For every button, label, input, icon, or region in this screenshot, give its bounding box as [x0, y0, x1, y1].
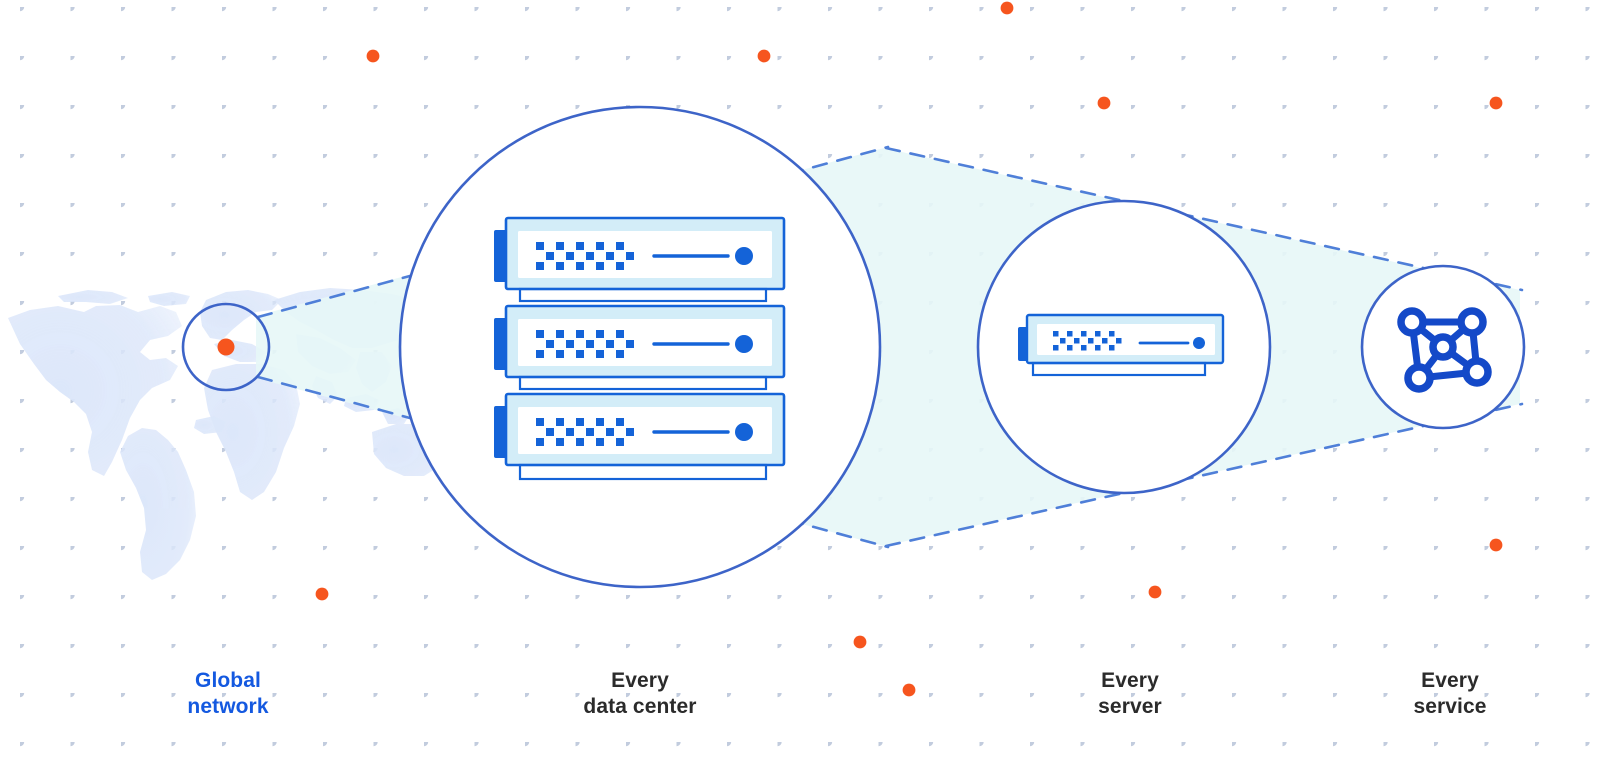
server-led-grid-2: [536, 330, 634, 358]
server-unit-3: [494, 392, 786, 481]
server-status-led-3: [735, 423, 753, 441]
single-server-status-led: [1193, 337, 1205, 349]
server-led-grid-1: [536, 242, 634, 270]
server-rack-icon: [494, 216, 786, 481]
server-status-led-1: [735, 247, 753, 265]
network-node-bottom-left: [1404, 363, 1434, 393]
label-every-data-center: Every data center: [583, 669, 697, 718]
single-server-led-grid: [1053, 331, 1122, 351]
global-focus-circle: [181, 302, 271, 392]
label-global-network: Global network: [187, 669, 269, 718]
label-every-server: Every server: [1098, 669, 1162, 718]
server-status-led-2: [735, 335, 753, 353]
network-node-top-left: [1397, 307, 1427, 337]
server-led-grid-3: [536, 418, 634, 446]
location-dot: [217, 338, 235, 356]
network-node-center: [1429, 333, 1457, 361]
server-unit-1: [494, 216, 786, 303]
single-server-icon: [1018, 313, 1225, 377]
server-unit-2: [494, 304, 786, 391]
accent-dot-grid: [315, 1, 1503, 697]
label-every-service: Every service: [1413, 669, 1487, 718]
network-node-bottom-right: [1462, 357, 1492, 387]
network-node-top-right: [1457, 307, 1487, 337]
network-graph-icon: [1397, 307, 1492, 393]
